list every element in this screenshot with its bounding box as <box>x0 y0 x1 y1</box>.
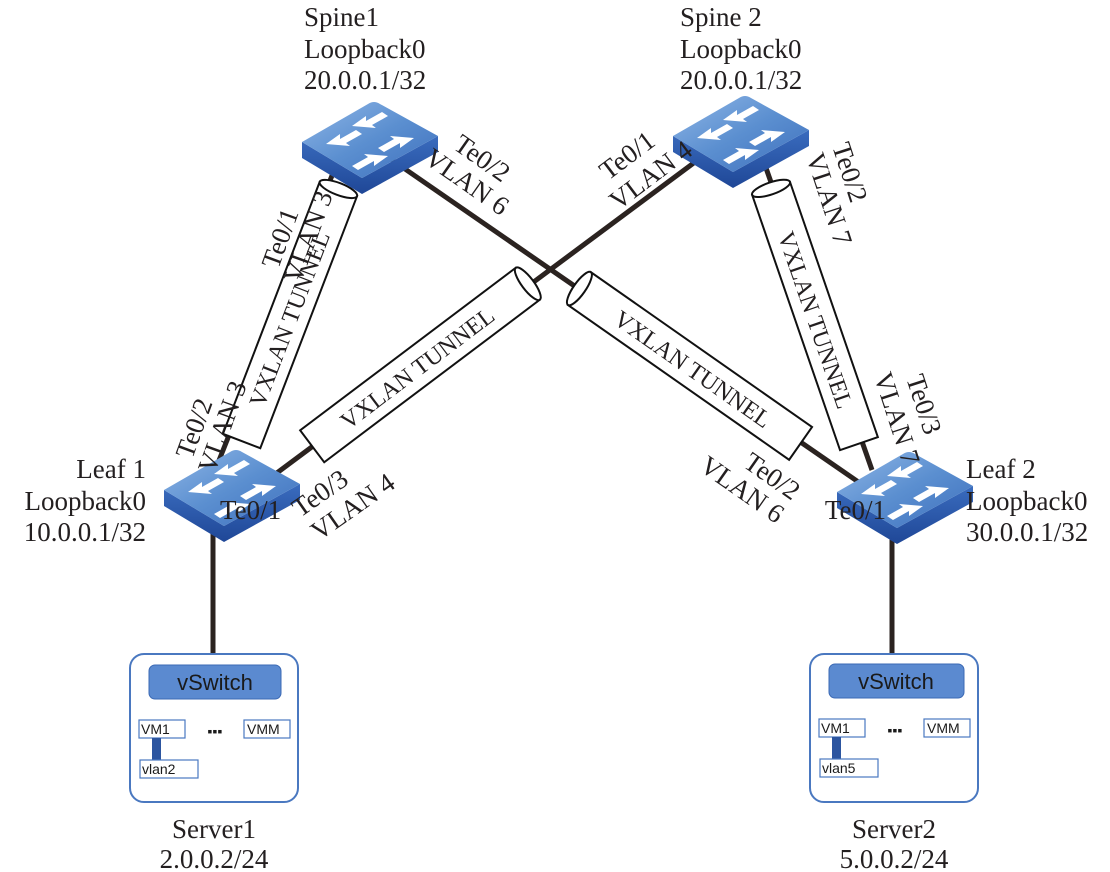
tunnel-label: VXLAN TUNNEL <box>336 303 500 435</box>
server1-vswitch-label: vSwitch <box>177 670 253 695</box>
port-label-leaf2-te03: Te0/3 VLAN 7 <box>868 368 948 468</box>
tunnel-label: VXLAN TUNNEL <box>609 306 776 434</box>
server1-vlan-box <box>139 759 199 779</box>
server2-ellipsis: ▪▪▪ <box>888 722 903 738</box>
server2-vlan-box <box>819 758 879 778</box>
tunnel-spine1-leaf2: VXLAN TUNNEL <box>565 270 814 462</box>
server1-vlan-bar <box>152 738 161 760</box>
spine2-ip: 20.0.0.1/32 <box>680 65 802 95</box>
leaf2-label: Leaf 2 Loopback0 30.0.0.1/32 <box>966 454 1088 547</box>
spine2-switch-icon <box>673 96 809 188</box>
server1-name: Server1 <box>172 814 256 844</box>
leaf2-ip: 30.0.0.1/32 <box>966 517 1088 547</box>
server2-vlan-bar <box>832 737 841 759</box>
server2-vmm-label: VMM <box>927 720 960 736</box>
port-label-spine2-te02: Te0/2 VLAN 7 <box>800 139 873 249</box>
port-label-spine1-te02: Te0/2 VLAN 6 <box>419 128 515 221</box>
server1-vmm-label: VMM <box>247 721 280 737</box>
server1-vswitch <box>148 664 282 700</box>
server1: vSwitch VM1 ▪▪▪ VMM vlan2 Server1 2.0.0.… <box>129 653 299 872</box>
server2-vmm-box <box>923 718 971 738</box>
server1-vm1-label: VM1 <box>141 721 170 737</box>
server2-vswitch-label: vSwitch <box>858 669 934 694</box>
port-label-leaf1-te01: Te0/1 <box>220 495 281 525</box>
server1-ellipsis: ▪▪▪ <box>208 723 223 739</box>
server1-vlan-label: vlan2 <box>142 761 176 777</box>
server2-vm1-label: VM1 <box>821 720 850 736</box>
port-label-spine2-te01: Te0/1 VLAN 4 <box>594 125 699 216</box>
port-label-leaf2-te01: Te0/1 <box>825 495 886 525</box>
leaf1-label: Leaf 1 Loopback0 10.0.0.1/32 <box>24 454 146 547</box>
server1-vmm-box <box>243 719 291 739</box>
server1-ip: 2.0.0.2/24 <box>160 844 269 872</box>
server2: vSwitch VM1 ▪▪▪ VMM vlan5 Server2 5.0.0.… <box>809 653 979 872</box>
port-label-leaf1-te03: Te0/3 VLAN 4 <box>286 463 400 546</box>
leaf2-interface: Loopback0 <box>966 486 1087 516</box>
server2-vm1-box <box>818 718 866 738</box>
server2-name: Server2 <box>852 814 936 844</box>
tunnel-spine2-leaf1: VXLAN TUNNEL <box>298 266 542 464</box>
spine1-interface: Loopback0 <box>304 34 425 64</box>
leaf1-ip: 10.0.0.1/32 <box>24 517 146 547</box>
server2-vswitch <box>828 663 965 699</box>
spine1-ip: 20.0.0.1/32 <box>304 65 426 95</box>
server2-ip: 5.0.0.2/24 <box>840 844 949 872</box>
leaf2-name: Leaf 2 <box>966 454 1036 484</box>
spine2-name: Spine 2 <box>680 2 762 32</box>
leaf1-name: Leaf 1 <box>76 454 146 484</box>
leaf1-interface: Loopback0 <box>25 486 146 516</box>
spine2-label: Spine 2 Loopback0 20.0.0.1/32 <box>680 2 802 95</box>
spine1-name: Spine1 <box>304 2 379 32</box>
spine1-label: Spine1 Loopback0 20.0.0.1/32 <box>304 2 426 95</box>
spine2-interface: Loopback0 <box>680 34 801 64</box>
server2-vlan-label: vlan5 <box>822 760 856 776</box>
server1-vm1-box <box>138 719 186 739</box>
